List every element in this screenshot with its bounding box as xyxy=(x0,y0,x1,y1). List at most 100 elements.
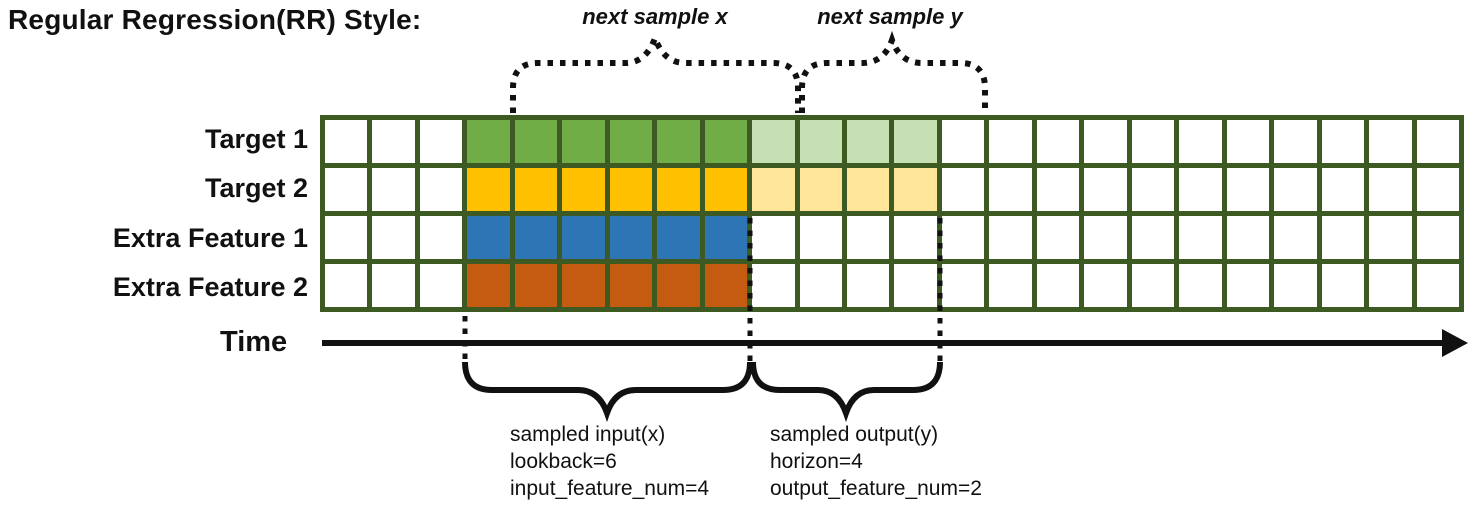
grid-cell xyxy=(562,120,605,163)
timeseries-grid xyxy=(320,115,1464,312)
grid-cell xyxy=(941,264,985,307)
row-label-target-1: Target 1 xyxy=(204,124,308,154)
sampled-input-note: sampled input(x) lookback=6 input_featur… xyxy=(510,421,709,502)
grid-cell xyxy=(1226,120,1270,163)
grid-cell xyxy=(467,264,510,307)
horizon-value: horizon=4 xyxy=(770,450,863,473)
grid-cell xyxy=(1131,168,1175,211)
grid-cell xyxy=(1084,168,1127,211)
grid-cell xyxy=(609,120,653,163)
grid-cell xyxy=(1226,216,1270,259)
grid-cell xyxy=(1416,168,1459,211)
page-title: Regular Regression(RR) Style: xyxy=(8,4,422,35)
grid-cell xyxy=(704,120,748,163)
time-axis-arrowhead xyxy=(1442,329,1468,357)
row-label-extra-feature-2: Extra Feature 2 xyxy=(112,271,308,302)
grid-cell xyxy=(847,120,890,163)
next-sample-x-label: next sample x xyxy=(582,4,728,29)
grid-cell xyxy=(1416,264,1459,307)
grid-cell xyxy=(894,264,937,307)
grid-cell xyxy=(799,120,843,163)
grid-cell xyxy=(894,120,937,163)
grid-cell xyxy=(1321,216,1365,259)
row-label-extra-feature-1: Extra Feature 1 xyxy=(112,222,308,253)
grid-cell xyxy=(1226,264,1270,307)
grid-cell xyxy=(1274,168,1317,211)
grid-cell xyxy=(1179,120,1222,163)
grid-cell xyxy=(1274,264,1317,307)
grid-cell xyxy=(989,168,1032,211)
grid-cell xyxy=(799,264,843,307)
grid-cell xyxy=(1179,264,1222,307)
grid-cell xyxy=(799,216,843,259)
grid-cell xyxy=(657,120,700,163)
grid-cell xyxy=(1036,168,1080,211)
sampled-output-note: sampled output(y) horizon=4 output_featu… xyxy=(770,421,982,502)
grid-cell xyxy=(894,216,937,259)
grid-cell xyxy=(704,264,748,307)
grid-cell xyxy=(941,168,985,211)
grid-cell xyxy=(989,216,1032,259)
grid-cell xyxy=(847,168,890,211)
grid-cell xyxy=(372,264,415,307)
grid-cell xyxy=(467,120,510,163)
grid-cell xyxy=(562,168,605,211)
grid-cell xyxy=(1036,120,1080,163)
grid-cell xyxy=(704,216,748,259)
grid-cell xyxy=(989,264,1032,307)
grid-cell xyxy=(325,216,368,259)
grid-cell xyxy=(1369,264,1412,307)
grid-cell xyxy=(657,264,700,307)
grid-cell xyxy=(1226,168,1270,211)
grid-cell xyxy=(752,264,795,307)
grid-cell xyxy=(1036,216,1080,259)
grid-cell xyxy=(1131,120,1175,163)
grid-cell xyxy=(514,264,558,307)
grid-cell xyxy=(1084,120,1127,163)
grid-cell xyxy=(419,120,463,163)
row-label-target-2: Target 2 xyxy=(204,173,308,204)
grid-cell xyxy=(1274,216,1317,259)
sampled-input-brace xyxy=(462,361,753,423)
lookback-value: lookback=6 xyxy=(510,450,617,473)
grid-cell xyxy=(325,264,368,307)
row-labels: Target 1 Target 2 Extra Feature 1 Extra … xyxy=(0,115,308,312)
grid-cell xyxy=(1321,264,1365,307)
grid-cell xyxy=(514,216,558,259)
grid-cell xyxy=(799,168,843,211)
grid-cell xyxy=(1369,216,1412,259)
grid-cell xyxy=(419,216,463,259)
grid-cell xyxy=(609,216,653,259)
grid-cell xyxy=(514,168,558,211)
sampled-output-title: sampled output(y) xyxy=(770,423,939,446)
grid-cell xyxy=(1321,168,1365,211)
grid-cell xyxy=(1179,168,1222,211)
next-sample-y-label: next sample y xyxy=(817,4,963,29)
grid-cell xyxy=(372,120,415,163)
grid-cell xyxy=(1416,216,1459,259)
grid-cell xyxy=(1179,216,1222,259)
grid-cell xyxy=(847,264,890,307)
grid-cell xyxy=(1274,120,1317,163)
grid-cell xyxy=(1321,120,1365,163)
grid-cell xyxy=(1369,120,1412,163)
grid-cell xyxy=(514,120,558,163)
grid-cell xyxy=(372,216,415,259)
sampled-input-title: sampled input(x) xyxy=(510,423,666,446)
grid-cell xyxy=(609,168,653,211)
grid-cell xyxy=(752,120,795,163)
grid-cell xyxy=(609,264,653,307)
grid-cell xyxy=(847,216,890,259)
grid-cell xyxy=(752,216,795,259)
grid-cell xyxy=(1416,120,1459,163)
grid-cell xyxy=(325,168,368,211)
next-sample-x-brace xyxy=(510,29,801,113)
grid-cell xyxy=(562,216,605,259)
grid-cell xyxy=(419,264,463,307)
grid-cell xyxy=(467,168,510,211)
grid-cell xyxy=(657,216,700,259)
grid-cell xyxy=(657,168,700,211)
grid-cell xyxy=(419,168,463,211)
grid-cell xyxy=(704,168,748,211)
